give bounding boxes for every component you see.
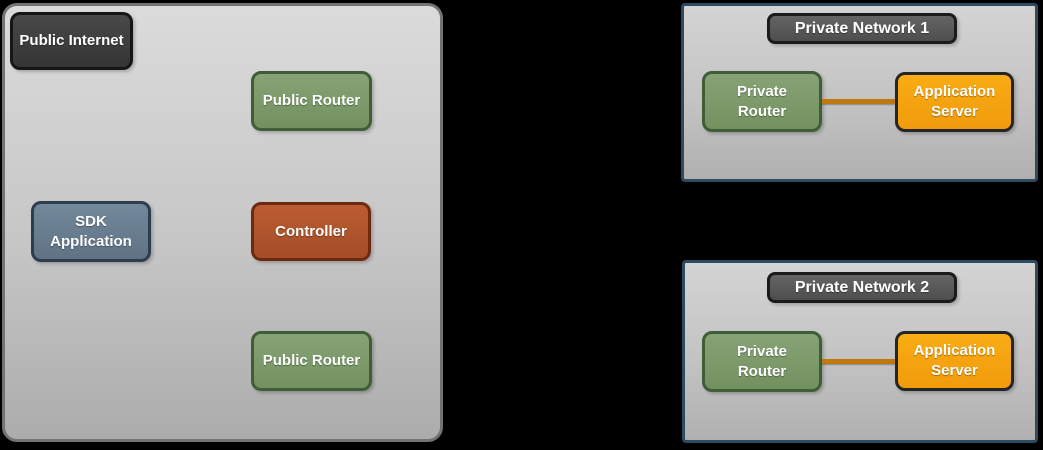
application-server-2-node: Application Server [895,331,1014,391]
sdk-application-node: SDK Application [31,201,151,262]
router-server-connector-2 [822,359,895,364]
private-network-1-zone: Private Network 1 Private Router Applica… [681,3,1038,182]
public-router-bottom-node: Public Router [251,331,372,391]
public-internet-zone: Public Internet Public Router SDK Applic… [2,3,443,442]
router-server-connector-1 [822,99,895,104]
private-network-2-zone: Private Network 2 Private Router Applica… [682,260,1038,443]
public-router-top-node: Public Router [251,71,372,131]
controller-node: Controller [251,202,371,261]
application-server-1-node: Application Server [895,72,1014,132]
public-internet-label: Public Internet [10,12,133,70]
private-router-2-node: Private Router [702,331,822,392]
private-network-2-title: Private Network 2 [767,272,957,303]
private-network-1-title: Private Network 1 [767,13,957,44]
private-router-1-node: Private Router [702,71,822,132]
